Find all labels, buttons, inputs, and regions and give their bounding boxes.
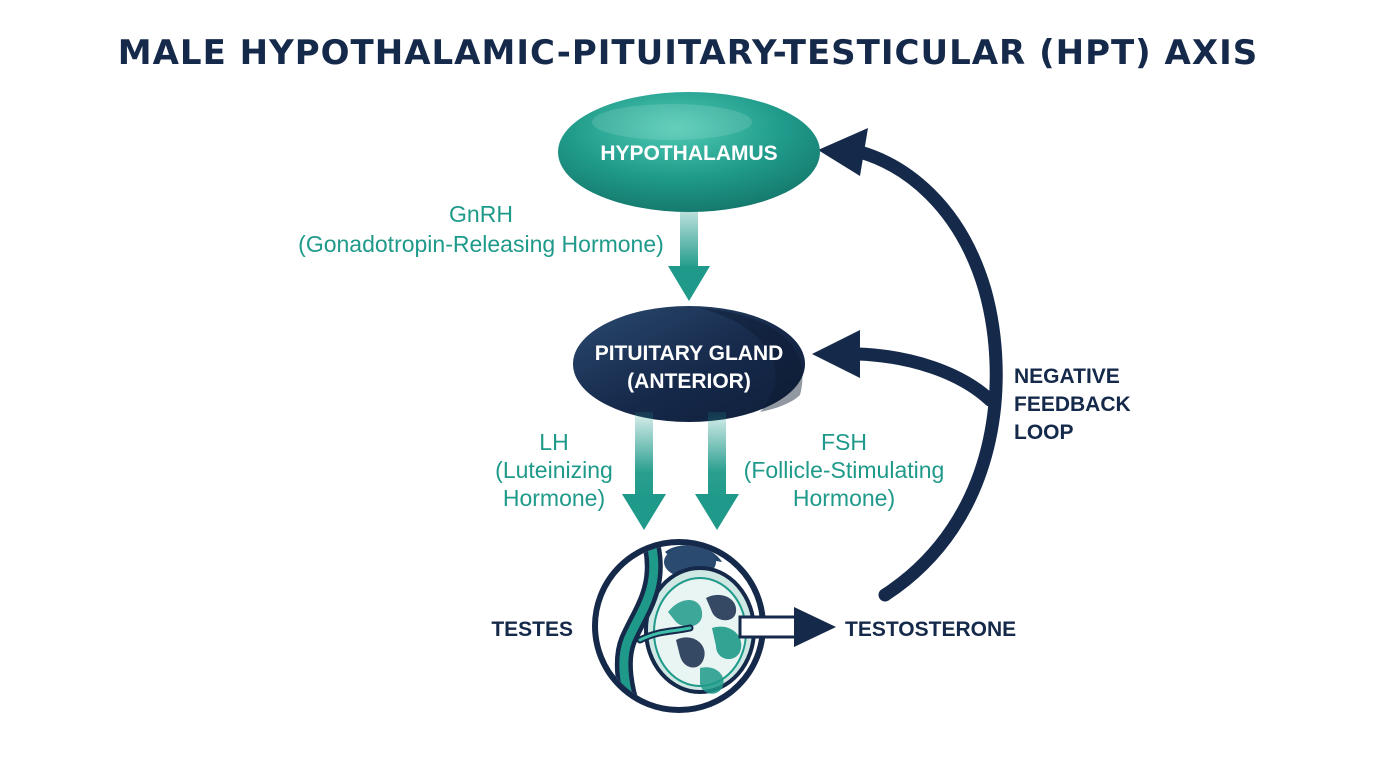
feedback-arrowhead-hypothalamus (818, 128, 868, 176)
fsh-arrow (695, 412, 739, 530)
diagram-title: MALE HYPOTHALAMIC-PITUITARY-TESTICULAR (… (118, 33, 1258, 73)
testosterone-label: TESTOSTERONE (845, 618, 1016, 641)
gnrh-label: GnRH (449, 201, 513, 227)
feedback-curve-to-hypothalamus (853, 145, 1003, 602)
hypothalamus-label: HYPOTHALAMUS (600, 142, 777, 165)
testis-cross-section-icon (592, 539, 766, 713)
feedback-branch-to-pituitary (851, 347, 997, 407)
pituitary-node: PITUITARY GLAND (ANTERIOR) (573, 306, 805, 422)
fsh-full-name-line1: (Follicle-Stimulating (744, 457, 945, 483)
negative-feedback-label-line3: LOOP (1014, 421, 1074, 444)
lh-label: LH (539, 429, 568, 455)
lh-full-name-line1: (Luteinizing (495, 457, 613, 483)
negative-feedback-arrows (812, 128, 1003, 602)
gnrh-arrow (668, 207, 710, 301)
lh-arrow (622, 412, 666, 530)
testes-label: TESTES (491, 618, 573, 641)
negative-feedback-label-line2: FEEDBACK (1014, 393, 1131, 416)
pituitary-label-line2: (ANTERIOR) (627, 370, 751, 393)
testosterone-arrow (738, 607, 836, 647)
hypothalamus-node: HYPOTHALAMUS (558, 92, 820, 212)
pituitary-label-line1: PITUITARY GLAND (595, 342, 784, 365)
fsh-full-name-line2: Hormone) (793, 485, 895, 511)
fsh-label: FSH (821, 429, 867, 455)
negative-feedback-label-line1: NEGATIVE (1014, 365, 1120, 388)
gnrh-full-name: (Gonadotropin-Releasing Hormone) (298, 231, 664, 257)
feedback-arrowhead-pituitary (812, 330, 860, 378)
lh-full-name-line2: Hormone) (503, 485, 605, 511)
